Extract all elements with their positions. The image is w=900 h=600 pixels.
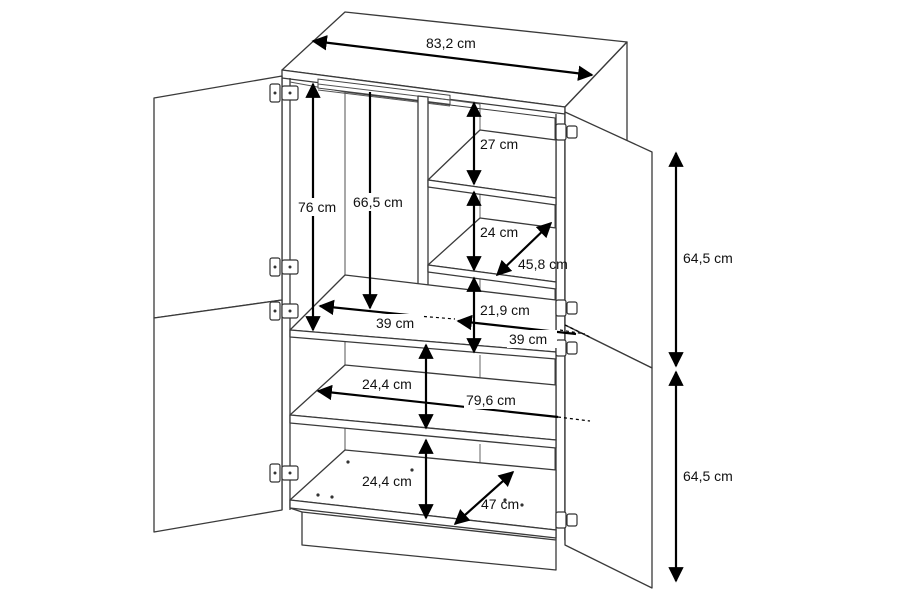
right-door-upper xyxy=(564,111,653,369)
label-door-upper: 64,5 cm xyxy=(683,250,733,266)
label-inner-width: 79,6 cm xyxy=(466,392,516,408)
left-door-upper xyxy=(153,75,283,319)
hinge-right-4 xyxy=(555,511,578,529)
label-right-depth: 39 cm xyxy=(509,331,547,347)
label-door-lower: 64,5 cm xyxy=(683,468,733,484)
label-top-shelf-gap: 27 cm xyxy=(480,136,518,152)
left-door-lower xyxy=(153,299,283,533)
label-lower-right-gap: 21,9 cm xyxy=(480,302,530,318)
label-rail-height: 66,5 cm xyxy=(353,194,403,210)
hinge-right-3 xyxy=(555,339,578,357)
left-doors xyxy=(153,75,283,533)
right-doors xyxy=(564,111,653,589)
label-lower-shelf-gap-lower: 24,4 cm xyxy=(362,473,412,489)
plinth xyxy=(301,511,557,571)
label-lower-shelf-gap-upper: 24,4 cm xyxy=(362,376,412,392)
lower-shelf-front xyxy=(289,414,557,449)
label-left-depth: 39 cm xyxy=(376,315,414,331)
hinges xyxy=(269,83,578,529)
hinge-left-4 xyxy=(269,463,299,483)
arrow-bottom-depth xyxy=(453,470,515,526)
dimension-labels: 83,2 cm 76 cm 66,5 cm 27 cm 24 cm 45,8 c… xyxy=(296,34,733,512)
shelf-right-1-front xyxy=(427,179,557,206)
label-middle-shelf-gap: 24 cm xyxy=(480,224,518,240)
shelf-right-2-front xyxy=(427,264,557,290)
hinge-left-3 xyxy=(269,301,299,321)
label-inner-height: 76 cm xyxy=(298,199,336,215)
label-top-width: 83,2 cm xyxy=(426,35,476,51)
right-door-lower xyxy=(564,324,653,589)
hinge-left-1 xyxy=(269,83,299,103)
label-bottom-depth: 47 cm xyxy=(481,496,519,512)
arrow-top-width xyxy=(311,35,594,81)
hinge-right-1 xyxy=(555,123,578,141)
hinge-right-2 xyxy=(555,299,578,317)
label-small-shelf-depth: 45,8 cm xyxy=(518,256,568,272)
hinge-left-2 xyxy=(269,257,299,277)
arrow-small-shelf-depth xyxy=(495,221,553,277)
arrow-inner-width xyxy=(316,384,559,419)
